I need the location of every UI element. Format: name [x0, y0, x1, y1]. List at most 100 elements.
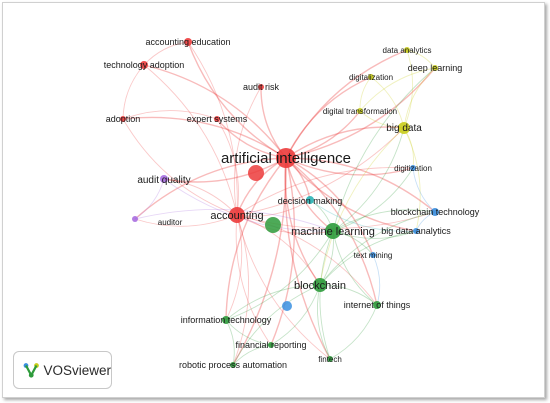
link-artificial-intelligence-robotic-process-automation [232, 157, 287, 366]
node-artificial-intelligence[interactable] [276, 148, 296, 168]
link-artificial-intelligence-big-data [285, 126, 405, 159]
link-artificial-intelligence-adoption [122, 116, 287, 159]
node-deep-learning[interactable] [432, 65, 438, 71]
label-audit-quality: audit quality [137, 175, 190, 186]
label-accounting-education: accounting education [145, 37, 230, 47]
node-data-analytics[interactable] [404, 47, 410, 53]
link-big-data-blockchain [319, 127, 405, 286]
node-digital-transformation[interactable] [357, 108, 363, 114]
node-adoption[interactable] [120, 116, 126, 122]
link-accounting-information-technology [225, 214, 243, 321]
link-big-data-data-analytics [403, 49, 413, 129]
link-machine-learning-information-technology [225, 230, 334, 321]
node-technology-adoption[interactable] [140, 61, 148, 69]
node-unlabeled-2[interactable] [248, 165, 264, 181]
node-digitization[interactable] [410, 165, 416, 171]
node-information-technology[interactable] [222, 316, 230, 324]
node-blockchain[interactable] [313, 278, 327, 292]
vosviewer-logo-icon [23, 363, 39, 378]
network-map[interactable]: artificial intelligence accounting educat… [3, 3, 546, 399]
link-decision-making-big-data-analytics [309, 199, 417, 232]
link-artificial-intelligence-blockchain [284, 157, 321, 286]
link-adoption-accounting [122, 118, 238, 216]
node-audit-risk[interactable] [258, 84, 264, 90]
link-artificial-intelligence-digitalization [285, 76, 372, 159]
node-expert-systems[interactable] [214, 116, 220, 122]
link-information-technology-financial-reporting [225, 319, 272, 346]
node-fintech[interactable] [327, 356, 333, 362]
link-expert-systems-accounting [216, 118, 239, 216]
link-audit-quality-auditor [134, 178, 165, 220]
node-auditor[interactable] [132, 216, 138, 222]
link-accounting-big-data [236, 127, 405, 216]
node-accounting[interactable] [229, 207, 245, 223]
node-text-mining[interactable] [370, 252, 376, 258]
label-information-technology: information technology [181, 315, 272, 325]
node-big-data-analytics[interactable] [413, 228, 419, 234]
label-technology-adoption: technology adoption [104, 60, 185, 70]
link-machine-learning-fintech [319, 230, 334, 360]
node-accounting-education[interactable] [184, 38, 192, 46]
label-big-data: big data [386, 123, 422, 134]
link-digitalization-digital-transformation [359, 76, 372, 112]
node-big-data[interactable] [398, 122, 410, 134]
link-artificial-intelligence-big-data-analytics [285, 157, 417, 232]
nodes-layer [120, 38, 439, 368]
links-layer [122, 41, 436, 366]
label-blockchain: blockchain [294, 280, 346, 292]
node-robotic-process-automation[interactable] [230, 362, 236, 368]
label-auditor: auditor [158, 218, 183, 227]
node-unlabeled-1[interactable] [282, 301, 292, 311]
link-machine-learning-big-data-analytics [332, 230, 417, 239]
label-artificial-intelligence: artificial intelligence [221, 150, 351, 167]
link-artificial-intelligence-technology-adoption [143, 64, 287, 159]
node-blockchain-technology[interactable] [431, 208, 439, 216]
node-decision-making[interactable] [306, 196, 314, 204]
link-accounting-machine-learning [236, 214, 334, 234]
label-machine-learning: machine learning [291, 226, 375, 238]
link-deep-learning-digital-transformation [359, 67, 436, 112]
link-audit-risk-accounting [233, 86, 262, 216]
link-machine-learning-deep-learning [332, 67, 436, 232]
link-internet-of-things-fintech [329, 304, 378, 360]
label-expert-systems: expert systems [187, 114, 248, 124]
label-data-analytics: data analytics [383, 46, 432, 55]
node-digitalization[interactable] [368, 74, 374, 80]
link-blockchain-financial-reporting [270, 284, 321, 346]
link-blockchain-fintech [316, 284, 331, 360]
label-big-data-analytics: big data analytics [381, 226, 451, 236]
link-blockchain-big-data-analytics [319, 230, 417, 286]
link-artificial-intelligence-text-mining [285, 157, 374, 256]
node-unlabeled-0[interactable] [265, 217, 281, 233]
node-financial-reporting[interactable] [268, 342, 274, 348]
link-big-data-deep-learning [403, 67, 436, 129]
link-accounting-education-technology-adoption [143, 41, 189, 66]
link-big-data-big-data-analytics [403, 127, 421, 232]
label-text-mining: text mining [354, 251, 393, 260]
link-blockchain-blockchain-technology [319, 211, 436, 286]
link-accounting-education-accounting [187, 41, 238, 216]
link-machine-learning-blockchain-technology [332, 209, 436, 232]
link-accounting-robotic-process-automation [232, 214, 250, 366]
link-audit-quality-machine-learning [163, 178, 334, 232]
link-artificial-intelligence-internet-of-things [285, 157, 378, 306]
link-artificial-intelligence-information-technology [225, 157, 287, 321]
map-frame: artificial intelligence accounting educat… [2, 2, 545, 398]
link-artificial-intelligence-accounting-education [187, 41, 287, 159]
link-technology-adoption-adoption [122, 64, 145, 120]
link-accounting-blockchain [236, 214, 321, 286]
label-fintech: fintech [318, 355, 342, 364]
node-internet-of-things[interactable] [373, 301, 381, 309]
label-blockchain-technology: blockchain technology [391, 207, 480, 217]
label-decision-making: decision making [278, 196, 343, 206]
link-accounting-digitization [236, 167, 414, 216]
label-digitalization: digitalization [349, 73, 393, 82]
link-financial-reporting-robotic-process-automation [232, 344, 272, 366]
link-artificial-intelligence-digitization [285, 157, 414, 176]
node-machine-learning[interactable] [325, 223, 341, 239]
link-blockchain-technology-digitization [412, 167, 436, 213]
link-accounting-audit-quality [163, 178, 238, 216]
link-artificial-intelligence-deep-learning [285, 67, 436, 159]
node-audit-quality[interactable] [160, 175, 168, 183]
link-machine-learning-internet-of-things [332, 230, 378, 306]
